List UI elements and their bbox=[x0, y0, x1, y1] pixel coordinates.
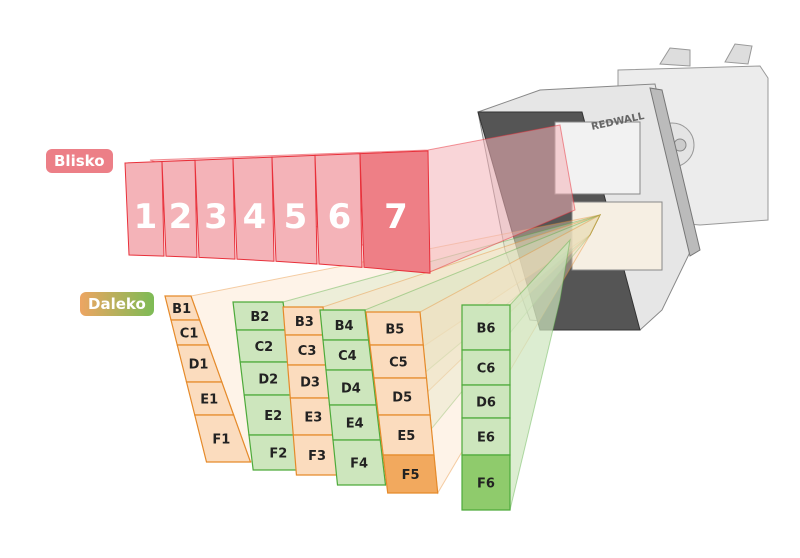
far-zone-label: B4 bbox=[335, 319, 354, 334]
far-zone-label: D3 bbox=[300, 376, 320, 391]
far-zone-label: C1 bbox=[180, 327, 199, 342]
near-zone-label: 2 bbox=[169, 197, 193, 237]
far-zone-label: C6 bbox=[477, 362, 496, 377]
near-range-label: Blisko bbox=[46, 149, 113, 173]
far-zone-label: E4 bbox=[346, 417, 364, 432]
near-zone-label: 6 bbox=[328, 197, 352, 237]
near-zone-label: 1 bbox=[134, 197, 158, 237]
near-zone-5 bbox=[271, 154, 318, 265]
far-zone-label: E2 bbox=[264, 409, 282, 424]
near-zone-7 bbox=[359, 150, 431, 274]
near-zone-4 bbox=[232, 156, 275, 262]
far-zone-label: E1 bbox=[200, 393, 218, 408]
far-zone-label: D5 bbox=[392, 391, 412, 406]
near-zone-3 bbox=[194, 158, 236, 260]
far-zone-label: B5 bbox=[385, 323, 404, 338]
far-zone-F1 bbox=[193, 414, 252, 463]
near-zone-2 bbox=[161, 159, 198, 258]
far-zone-label: D4 bbox=[341, 382, 361, 397]
far-zone-label: C3 bbox=[298, 344, 317, 359]
near-zone-1 bbox=[124, 161, 165, 257]
far-zone-label: F3 bbox=[308, 449, 326, 464]
near-zone-label: 5 bbox=[284, 197, 308, 237]
near-zone-label: 7 bbox=[384, 197, 408, 237]
far-zone-label: B2 bbox=[250, 310, 269, 325]
far-zone-label: E3 bbox=[304, 411, 322, 426]
far-zone-label: D2 bbox=[258, 373, 278, 388]
far-zone-F4 bbox=[332, 439, 387, 486]
far-zone-label: F4 bbox=[350, 457, 368, 472]
far-zone-label: F6 bbox=[477, 477, 495, 492]
far-zone-label: E6 bbox=[477, 431, 495, 446]
far-zone-label: D6 bbox=[476, 396, 496, 411]
far-zone-label: F2 bbox=[269, 447, 287, 462]
far-zone-label: D1 bbox=[189, 358, 209, 373]
far-range-label: Daleko bbox=[80, 292, 154, 316]
near-zone-label: 3 bbox=[204, 197, 228, 237]
near-zone-6 bbox=[314, 153, 363, 268]
far-zone-label: C4 bbox=[338, 349, 357, 364]
far-zone-label: F5 bbox=[402, 468, 420, 483]
far-zone-label: B1 bbox=[172, 302, 191, 317]
far-zone-F5 bbox=[382, 454, 439, 494]
near-zone-label: 4 bbox=[243, 197, 267, 237]
far-zone-label: B3 bbox=[295, 315, 314, 330]
far-zone-label: C5 bbox=[389, 356, 408, 371]
far-zone-label: B6 bbox=[477, 322, 496, 337]
far-zone-label: C2 bbox=[255, 340, 274, 355]
far-zone-label: F1 bbox=[212, 433, 230, 448]
far-zone-F6 bbox=[461, 454, 511, 511]
far-zone-label: E5 bbox=[397, 429, 415, 444]
